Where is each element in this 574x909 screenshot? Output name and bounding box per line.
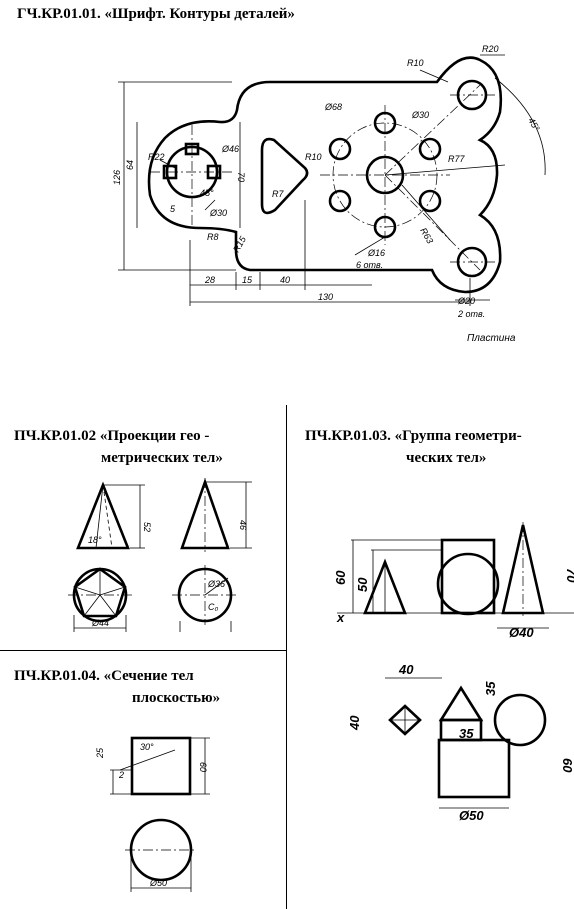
- dim-70: 70: [564, 568, 574, 583]
- dim-r7: R7: [272, 189, 284, 199]
- dim-52: 52: [142, 522, 152, 532]
- dim-40-left: 40: [347, 715, 362, 731]
- label-x: x: [336, 610, 345, 625]
- plate-drawing: R10 R20 45° Ø68 Ø30 R77 R10 Ø46 R22 70 1…: [112, 44, 546, 344]
- dim-70: 70: [236, 172, 246, 182]
- dim-2: 2: [118, 770, 124, 780]
- dim-130: 130: [318, 292, 333, 302]
- dim-30-angle: 30°: [140, 742, 154, 752]
- dim-d50: Ø50: [459, 808, 484, 823]
- dim-40-top: 40: [398, 662, 414, 677]
- dim-r10-top: R10: [407, 58, 424, 68]
- horizontal-divider: [0, 650, 286, 651]
- dim-35-bottom: 35: [459, 726, 474, 741]
- title-solids-group: ПЧ.КР.01.03. «Группа геометри-: [305, 428, 522, 444]
- dim-45-angle: 45°: [200, 188, 214, 198]
- dim-r15: R15: [231, 234, 248, 254]
- title-projections-cont: метрических тел»: [101, 450, 223, 466]
- dim-d20: Ø20: [457, 296, 475, 306]
- cylinder-solid-top: [437, 738, 511, 799]
- dim-64: 64: [125, 160, 135, 170]
- dim-2-holes: 2 отв.: [457, 309, 485, 319]
- dim-r77: R77: [448, 154, 466, 164]
- dim-d46: Ø46: [221, 144, 239, 154]
- plate-outline: [147, 56, 503, 294]
- dim-d36: Ø36: [207, 579, 225, 589]
- triangle-slot: [260, 137, 309, 215]
- dim-6-holes: 6 отв.: [356, 260, 383, 270]
- sphere-solid-front: [436, 552, 500, 616]
- dim-35-top: 35: [483, 681, 498, 696]
- dim-angle-45: 45°: [526, 116, 542, 133]
- title-solids-group-cont: ческих тел»: [406, 450, 487, 466]
- pyramid-front: [76, 481, 130, 550]
- vertical-divider: [286, 405, 287, 909]
- dim-d40: Ø40: [509, 625, 534, 640]
- dim-15: 15: [242, 275, 253, 285]
- title-projections: ПЧ.КР.01.02 «Проекции гео -: [14, 428, 210, 444]
- dim-126: 126: [112, 170, 122, 185]
- dim-r10: R10: [305, 152, 322, 162]
- title-section-cont: плоскостью»: [132, 690, 221, 706]
- dim-28: 28: [204, 275, 215, 285]
- cone-front: [180, 478, 230, 550]
- title-section: ПЧ.КР.01.04. «Сечение тел: [14, 668, 194, 684]
- prism-solid-top: [438, 685, 484, 722]
- sphere-solid-top: [493, 693, 547, 747]
- dim-50: 50: [355, 577, 370, 592]
- dim-d44: Ø44: [91, 618, 109, 628]
- dim-5: 5: [170, 204, 176, 214]
- dim-r22: R22: [148, 152, 165, 162]
- dim-d16: Ø16: [367, 248, 385, 258]
- hole-3: [418, 189, 442, 213]
- dim-25: 25: [95, 747, 105, 759]
- cylinder-solid-front: [440, 538, 496, 615]
- dim-18: 18°: [88, 535, 102, 545]
- hole-2: [418, 137, 442, 161]
- section-drawing: 25 30° 2 60 Ø50: [95, 736, 210, 892]
- solids-group-drawing: x 60 50 70 Ø40 40 35 40 35 60 Ø50: [333, 522, 574, 823]
- dim-d68: Ø68: [324, 102, 342, 112]
- dim-60-section: 60: [198, 762, 208, 772]
- projections-drawing: 52 18° 46 Ø44 Ø36 C₀: [68, 478, 252, 632]
- dim-r63: R63: [418, 226, 435, 245]
- label-c0: C₀: [208, 602, 218, 612]
- dim-60: 60: [333, 570, 348, 585]
- dim-d30-key: Ø30: [209, 208, 227, 218]
- dim-46: 46: [238, 520, 248, 530]
- dim-60-right: 60: [560, 758, 574, 773]
- dim-r20: R20: [482, 44, 499, 54]
- dim-d30: Ø30: [411, 110, 429, 120]
- pyramid-top-pentagon: [73, 567, 127, 618]
- hole-6: [328, 137, 352, 161]
- dim-40: 40: [280, 275, 290, 285]
- hole-5: [328, 189, 352, 213]
- center-hole: [365, 155, 405, 195]
- dim-r8: R8: [207, 232, 219, 242]
- dim-d50-section: Ø50: [149, 878, 167, 888]
- title-plate-drawing: ГЧ.КР.01.01. «Шрифт. Контуры деталей»: [17, 6, 295, 22]
- plate-caption: Пластина: [467, 333, 516, 344]
